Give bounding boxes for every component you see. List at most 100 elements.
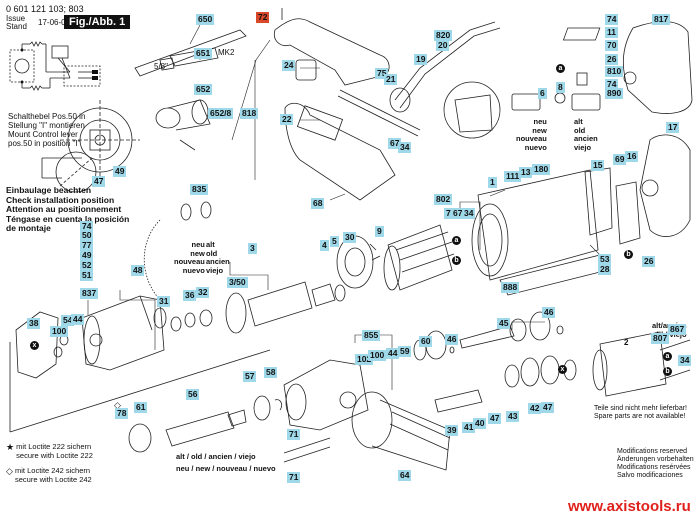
part-label[interactable]: 19 <box>414 54 428 65</box>
part-label[interactable]: 810 <box>605 66 624 77</box>
part-label[interactable]: 111 <box>504 171 522 182</box>
part-label[interactable]: 54 <box>61 315 75 326</box>
part-label[interactable]: 58 <box>264 367 278 378</box>
marker-a: a <box>663 352 672 361</box>
part-label[interactable]: 650 <box>196 14 215 25</box>
part-label[interactable]: 818 <box>240 108 259 119</box>
note-line: de montaje <box>6 223 51 233</box>
part-label[interactable]: 651 <box>194 48 213 59</box>
part-label[interactable]: 75 <box>375 68 389 79</box>
part-label[interactable]: 2 <box>624 338 629 347</box>
part-label[interactable]: 38 <box>27 318 41 329</box>
part-label[interactable]: 77 <box>80 240 94 251</box>
part-label[interactable]: 6 <box>538 88 547 99</box>
part-label[interactable]: 22 <box>280 114 294 125</box>
part-label-highlighted[interactable]: 72 <box>256 12 270 23</box>
part-label[interactable]: 820 <box>434 30 453 41</box>
part-label[interactable]: 71 <box>287 429 301 440</box>
part-label[interactable]: 49 <box>113 166 127 177</box>
part-label[interactable]: 5 <box>330 236 339 247</box>
part-label[interactable]: 78 <box>115 408 129 419</box>
part-label[interactable]: 100 <box>50 326 69 337</box>
part-label[interactable]: 11 <box>605 27 618 38</box>
part-label[interactable]: 21 <box>384 74 398 85</box>
gear-train <box>413 311 577 413</box>
part-label[interactable]: 64 <box>398 470 412 481</box>
part-label[interactable]: 9 <box>375 226 384 237</box>
part-label[interactable]: 100 <box>368 350 387 361</box>
website-link[interactable]: www.axistools.ru <box>568 498 691 515</box>
part-label[interactable]: 67 <box>451 208 465 219</box>
part-label[interactable]: 44 <box>386 348 400 359</box>
part-label[interactable]: 44 <box>71 314 85 325</box>
part-label[interactable]: 67 <box>388 138 402 149</box>
part-label[interactable]: 102 <box>355 354 374 365</box>
part-label[interactable]: 71 <box>287 472 301 483</box>
part-label[interactable]: 36 <box>183 290 197 301</box>
part-label[interactable]: 4 <box>320 240 329 251</box>
part-label[interactable]: 652 <box>194 84 213 95</box>
part-label[interactable]: 40 <box>473 418 487 429</box>
part-label[interactable]: 74 <box>80 221 94 232</box>
part-label[interactable]: 1 <box>488 177 497 188</box>
part-label[interactable]: 24 <box>282 60 296 71</box>
part-label[interactable]: 48 <box>131 265 145 276</box>
part-label[interactable]: 52 <box>80 260 94 271</box>
part-label[interactable]: 46 <box>542 307 556 318</box>
part-label[interactable]: 17 <box>666 122 680 133</box>
part-label[interactable]: 16 <box>625 151 639 162</box>
part-label[interactable]: 867 <box>668 324 687 335</box>
variant-line: nuevo <box>524 142 547 152</box>
part-label[interactable]: 39 <box>445 425 459 436</box>
part-label[interactable]: 807 <box>651 333 670 344</box>
part-label[interactable]: 47 <box>541 402 555 413</box>
part-label[interactable]: 51 <box>80 270 94 281</box>
part-label[interactable]: 69 <box>613 154 627 165</box>
part-label[interactable]: 888 <box>501 282 520 293</box>
part-label[interactable]: 46 <box>445 334 459 345</box>
part-label[interactable]: 855 <box>362 330 381 341</box>
part-label[interactable]: 15 <box>591 160 605 171</box>
part-label[interactable]: 50 <box>80 230 94 241</box>
part-label[interactable]: 890 <box>605 88 624 99</box>
part-label[interactable]: 45 <box>497 318 511 329</box>
part-label[interactable]: 835 <box>190 184 209 195</box>
part-label[interactable]: 30 <box>343 232 357 243</box>
part-label[interactable]: 31 <box>157 296 171 307</box>
part-label[interactable]: 3 <box>248 243 257 254</box>
part-label[interactable]: 68 <box>311 198 325 209</box>
part-label[interactable]: 802 <box>434 194 453 205</box>
part-label[interactable]: 42 <box>528 403 542 414</box>
part-label[interactable]: 56 <box>186 389 200 400</box>
part-label[interactable]: 34 <box>462 208 476 219</box>
part-label[interactable]: 34 <box>678 355 692 366</box>
part-label[interactable]: 7 <box>444 208 453 219</box>
part-label[interactable]: 34 <box>398 142 412 153</box>
part-label[interactable]: 20 <box>436 40 450 51</box>
part-label[interactable]: 43 <box>506 411 520 422</box>
part-label[interactable]: 41 <box>462 422 476 433</box>
part-label[interactable]: 817 <box>652 14 671 25</box>
part-label[interactable]: 28 <box>598 264 612 275</box>
part-label[interactable]: 57 <box>243 371 257 382</box>
part-label[interactable]: 59 <box>398 346 412 357</box>
part-label[interactable]: 32 <box>196 287 210 298</box>
part-label[interactable]: 70 <box>605 40 619 51</box>
part-label[interactable]: 53 <box>598 254 612 265</box>
part-label[interactable]: 180 <box>532 164 551 175</box>
not-available-note: Teile sind nicht mehr lieferbar! Spare p… <box>594 405 687 421</box>
part-label[interactable]: 74 <box>605 79 619 90</box>
part-label[interactable]: 652/8 <box>208 108 234 119</box>
part-label[interactable]: 8 <box>556 82 565 93</box>
part-label[interactable]: 26 <box>605 54 619 65</box>
part-label[interactable]: 60 <box>419 336 433 347</box>
part-label[interactable]: 26 <box>642 256 656 267</box>
part-label[interactable]: 837 <box>80 288 99 299</box>
part-label[interactable]: 47 <box>488 413 502 424</box>
part-label[interactable]: 49 <box>80 250 94 261</box>
part-label[interactable]: 47 <box>92 176 106 187</box>
part-label[interactable]: 61 <box>134 402 148 413</box>
part-label[interactable]: 74 <box>605 14 619 25</box>
part-label[interactable]: 3/50 <box>227 277 248 288</box>
part-label[interactable]: 13 <box>519 167 533 178</box>
